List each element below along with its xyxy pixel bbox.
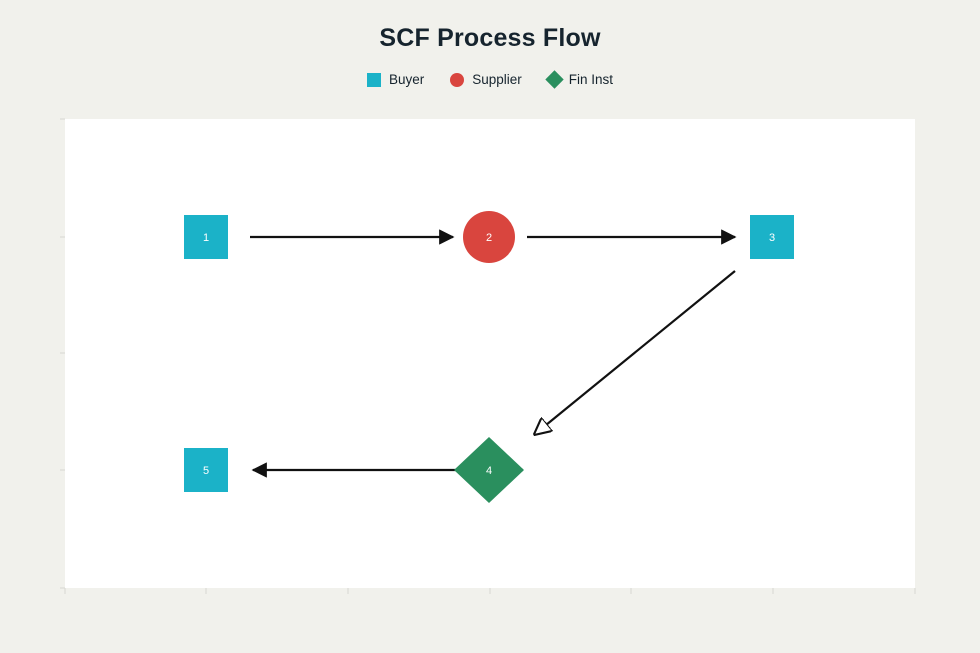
graph-edges: [250, 229, 737, 478]
legend-entry-supplier[interactable]: Supplier: [450, 72, 522, 87]
node-3-label: 3: [769, 232, 775, 244]
chart-title: SCF Process Flow: [379, 24, 601, 52]
node-5[interactable]: 5: [184, 448, 228, 492]
plot-area: [65, 119, 915, 588]
node-1[interactable]: 1: [184, 215, 228, 259]
legend-marker-circle-icon: [450, 72, 465, 87]
node-2[interactable]: 2: [463, 211, 515, 263]
legend-entry-fin-inst[interactable]: Fin Inst: [545, 70, 614, 89]
node-5-label: 5: [203, 465, 209, 477]
graph-nodes: 1 2 3 4 5: [184, 211, 794, 503]
edge-3-to-4: [535, 270, 736, 434]
legend-marker-square-icon: [366, 72, 381, 87]
process-flow-graph: 1 2 3 4 5: [184, 211, 794, 503]
node-1-label: 1: [203, 232, 209, 244]
chart-legend: Buyer Supplier Fin Inst: [0, 70, 980, 89]
legend-label-buyer: Buyer: [388, 72, 425, 87]
legend-label-fin-inst: Fin Inst: [568, 72, 614, 87]
node-4[interactable]: 4: [454, 437, 524, 503]
legend-label-supplier: Supplier: [472, 72, 522, 87]
node-3[interactable]: 3: [750, 215, 794, 259]
node-2-label: 2: [486, 232, 492, 244]
node-4-label: 4: [486, 465, 492, 477]
legend-entry-buyer[interactable]: Buyer: [366, 72, 425, 87]
